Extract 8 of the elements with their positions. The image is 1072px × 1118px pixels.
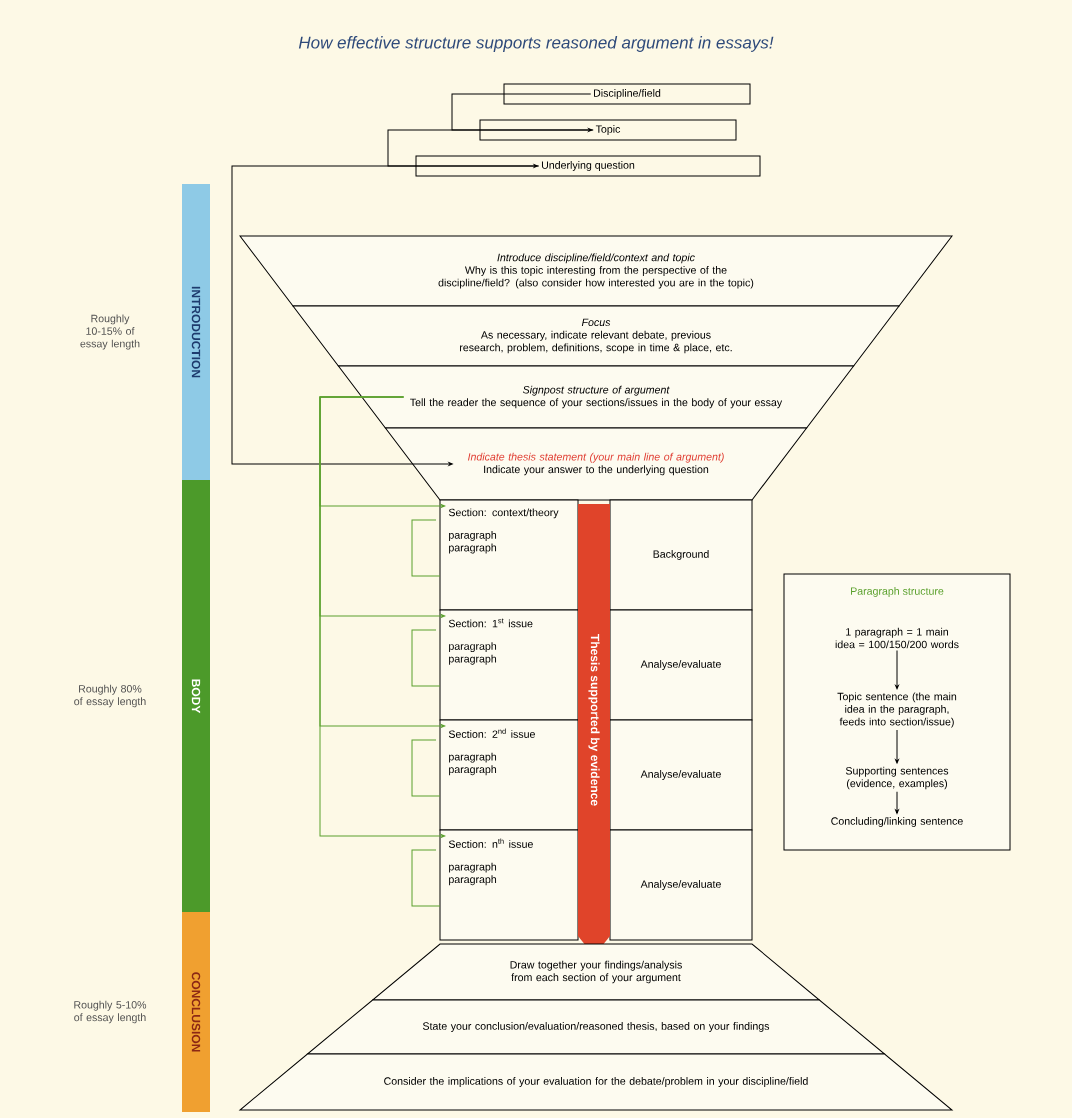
connector [895, 729, 899, 764]
connector [231, 165, 540, 466]
title: How effective structure supports reasoned argument in essays! [298, 36, 774, 52]
connector [895, 791, 899, 814]
connector [319, 396, 446, 838]
connector [387, 129, 594, 168]
connector [895, 650, 899, 690]
connector [451, 93, 593, 132]
